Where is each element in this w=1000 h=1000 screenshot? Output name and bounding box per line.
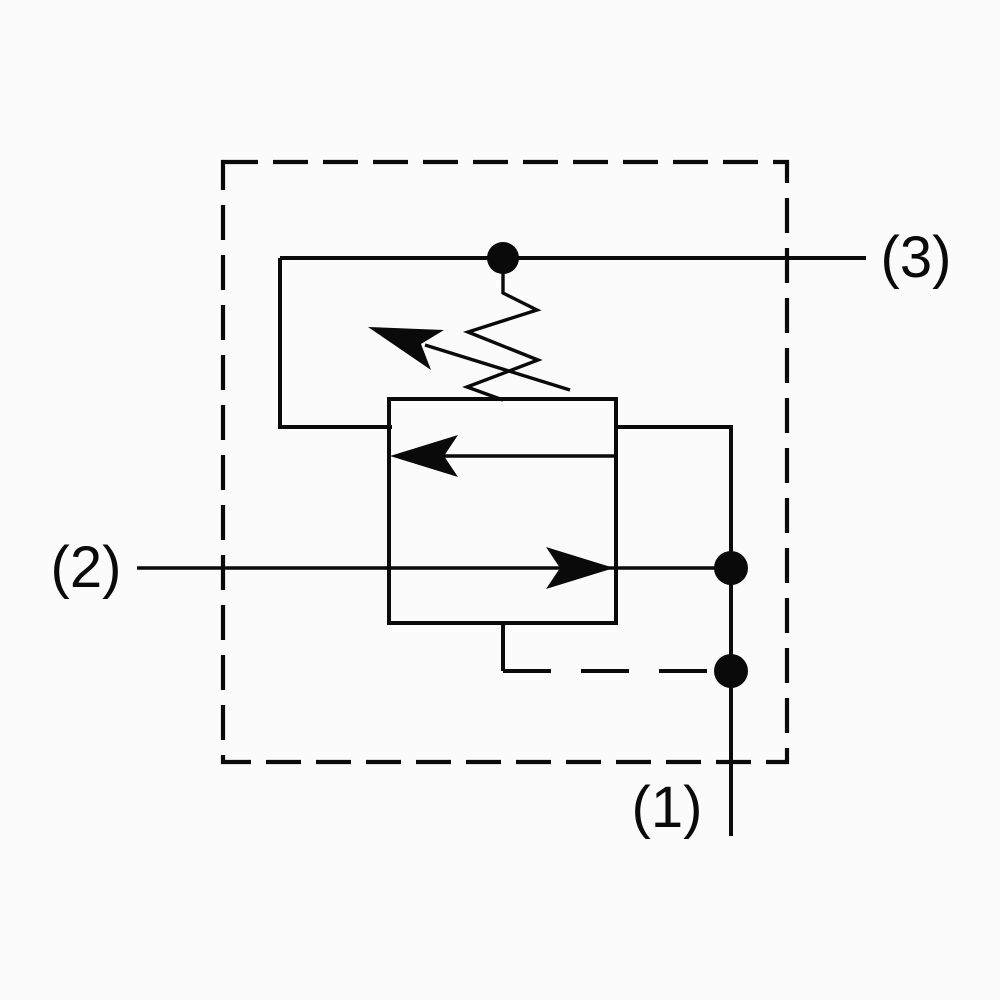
junction-dot-top [487,242,519,274]
junction-dot-middle [714,551,748,585]
enclosure-dashed-boundary [220,159,790,765]
port1-riser-line [616,425,733,836]
port1-label: (1) [632,775,703,840]
pilot-flow-arrow-left [390,435,616,477]
junction-dot-lower [714,654,748,688]
adjustment-arrow-icon [368,327,571,392]
main-flow-arrow-right [137,547,731,589]
port2-label: (2) [51,535,122,600]
valve-body [387,397,618,625]
adjustment-arrow-shaft [424,343,571,392]
spring-icon [462,260,543,402]
adjustment-arrowhead [368,327,444,370]
pilot-feedback-line [278,258,392,429]
port3-label: (3) [881,225,952,290]
main-flow-arrowhead [546,547,614,589]
pilot-flow-arrowhead [390,435,458,477]
